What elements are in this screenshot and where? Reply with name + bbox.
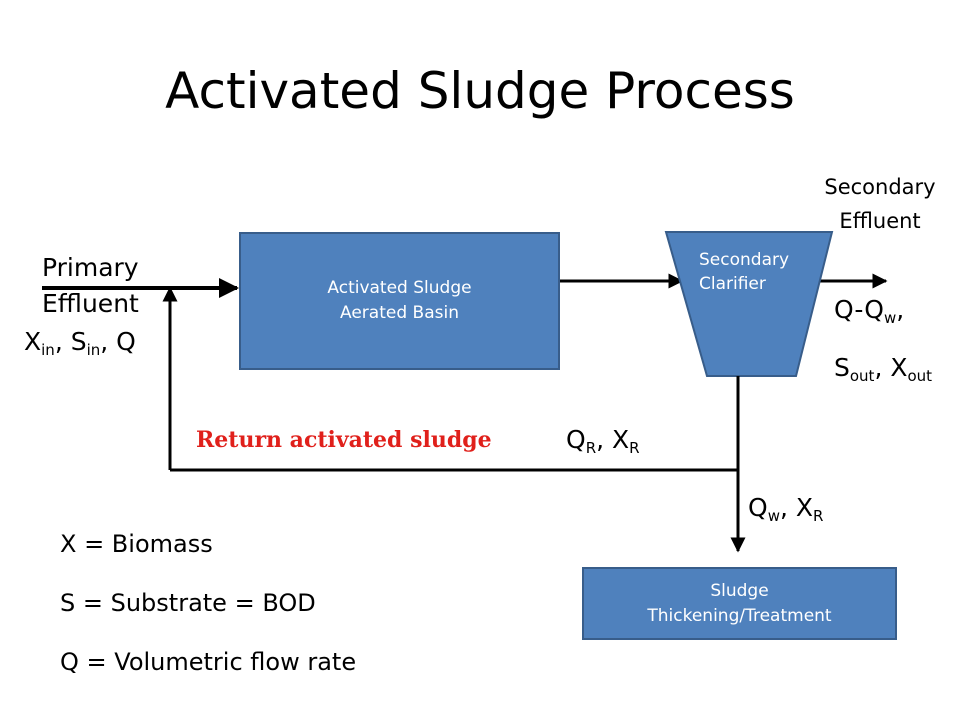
clarifier-label-line1: Secondary bbox=[699, 250, 790, 270]
thickening-label-line1: Sludge bbox=[710, 580, 769, 601]
effluent-x: , X bbox=[874, 353, 908, 382]
effluent-q-sub: w bbox=[884, 309, 897, 327]
waste-q: Q bbox=[748, 493, 768, 522]
effluent-flow-label: Q-Qw, bbox=[834, 292, 904, 336]
effluent-x-sub: out bbox=[907, 367, 933, 385]
waste-x-sub: R bbox=[813, 507, 824, 525]
return-activated-sludge-label: Return activated sludge bbox=[196, 427, 492, 453]
legend-biomass: X = Biomass bbox=[60, 530, 213, 558]
inflow-x-sub: in bbox=[41, 341, 55, 359]
clarifier-label-line2: Clarifier bbox=[699, 274, 766, 294]
return-x-sub: R bbox=[629, 439, 640, 457]
primary-effluent-line1: Primary bbox=[42, 253, 139, 282]
effluent-s: S bbox=[834, 353, 850, 382]
legend-flow-rate: Q = Volumetric flow rate bbox=[60, 648, 357, 676]
return-x: , X bbox=[596, 425, 630, 454]
secondary-effluent-line1: Secondary bbox=[824, 175, 936, 199]
inflow-q: , Q bbox=[100, 327, 136, 356]
thickening-label-line2: Thickening/Treatment bbox=[647, 605, 832, 626]
primary-effluent-line2: Effluent bbox=[42, 289, 139, 318]
effluent-concentration-label: Sout, Xout bbox=[834, 350, 932, 394]
basin-label-line2: Aerated Basin bbox=[340, 303, 459, 323]
sludge-thickening-box: Sludge Thickening/Treatment bbox=[582, 567, 897, 640]
waste-q-sub: w bbox=[767, 507, 780, 525]
effluent-q: Q-Q bbox=[834, 295, 884, 324]
inflow-s-sub: in bbox=[86, 341, 101, 359]
return-q: Q bbox=[566, 425, 586, 454]
effluent-s-sub: out bbox=[849, 367, 875, 385]
legend-substrate: S = Substrate = BOD bbox=[60, 589, 316, 617]
return-q-sub: R bbox=[585, 439, 597, 457]
primary-effluent-label: Primary Effluent bbox=[42, 250, 139, 322]
inflow-s: , S bbox=[54, 327, 87, 356]
effluent-q-comma: , bbox=[896, 295, 905, 324]
secondary-effluent-line2: Effluent bbox=[839, 209, 921, 233]
aerated-basin-box: Activated Sludge Aerated Basin bbox=[239, 232, 560, 370]
clarifier-label: Secondary Clarifier bbox=[699, 248, 789, 296]
inflow-variables-label: Xin, Sin, Q bbox=[24, 324, 136, 368]
waste-x: , X bbox=[779, 493, 813, 522]
secondary-effluent-label: Secondary Effluent bbox=[810, 170, 950, 238]
inflow-x: X bbox=[24, 327, 42, 356]
secondary-clarifier-shape bbox=[664, 231, 834, 377]
waste-flow-label: Qw, XR bbox=[748, 490, 823, 534]
page-title: Activated Sludge Process bbox=[165, 62, 795, 120]
basin-label-line1: Activated Sludge bbox=[327, 278, 472, 298]
return-flow-label: QR, XR bbox=[566, 422, 640, 466]
